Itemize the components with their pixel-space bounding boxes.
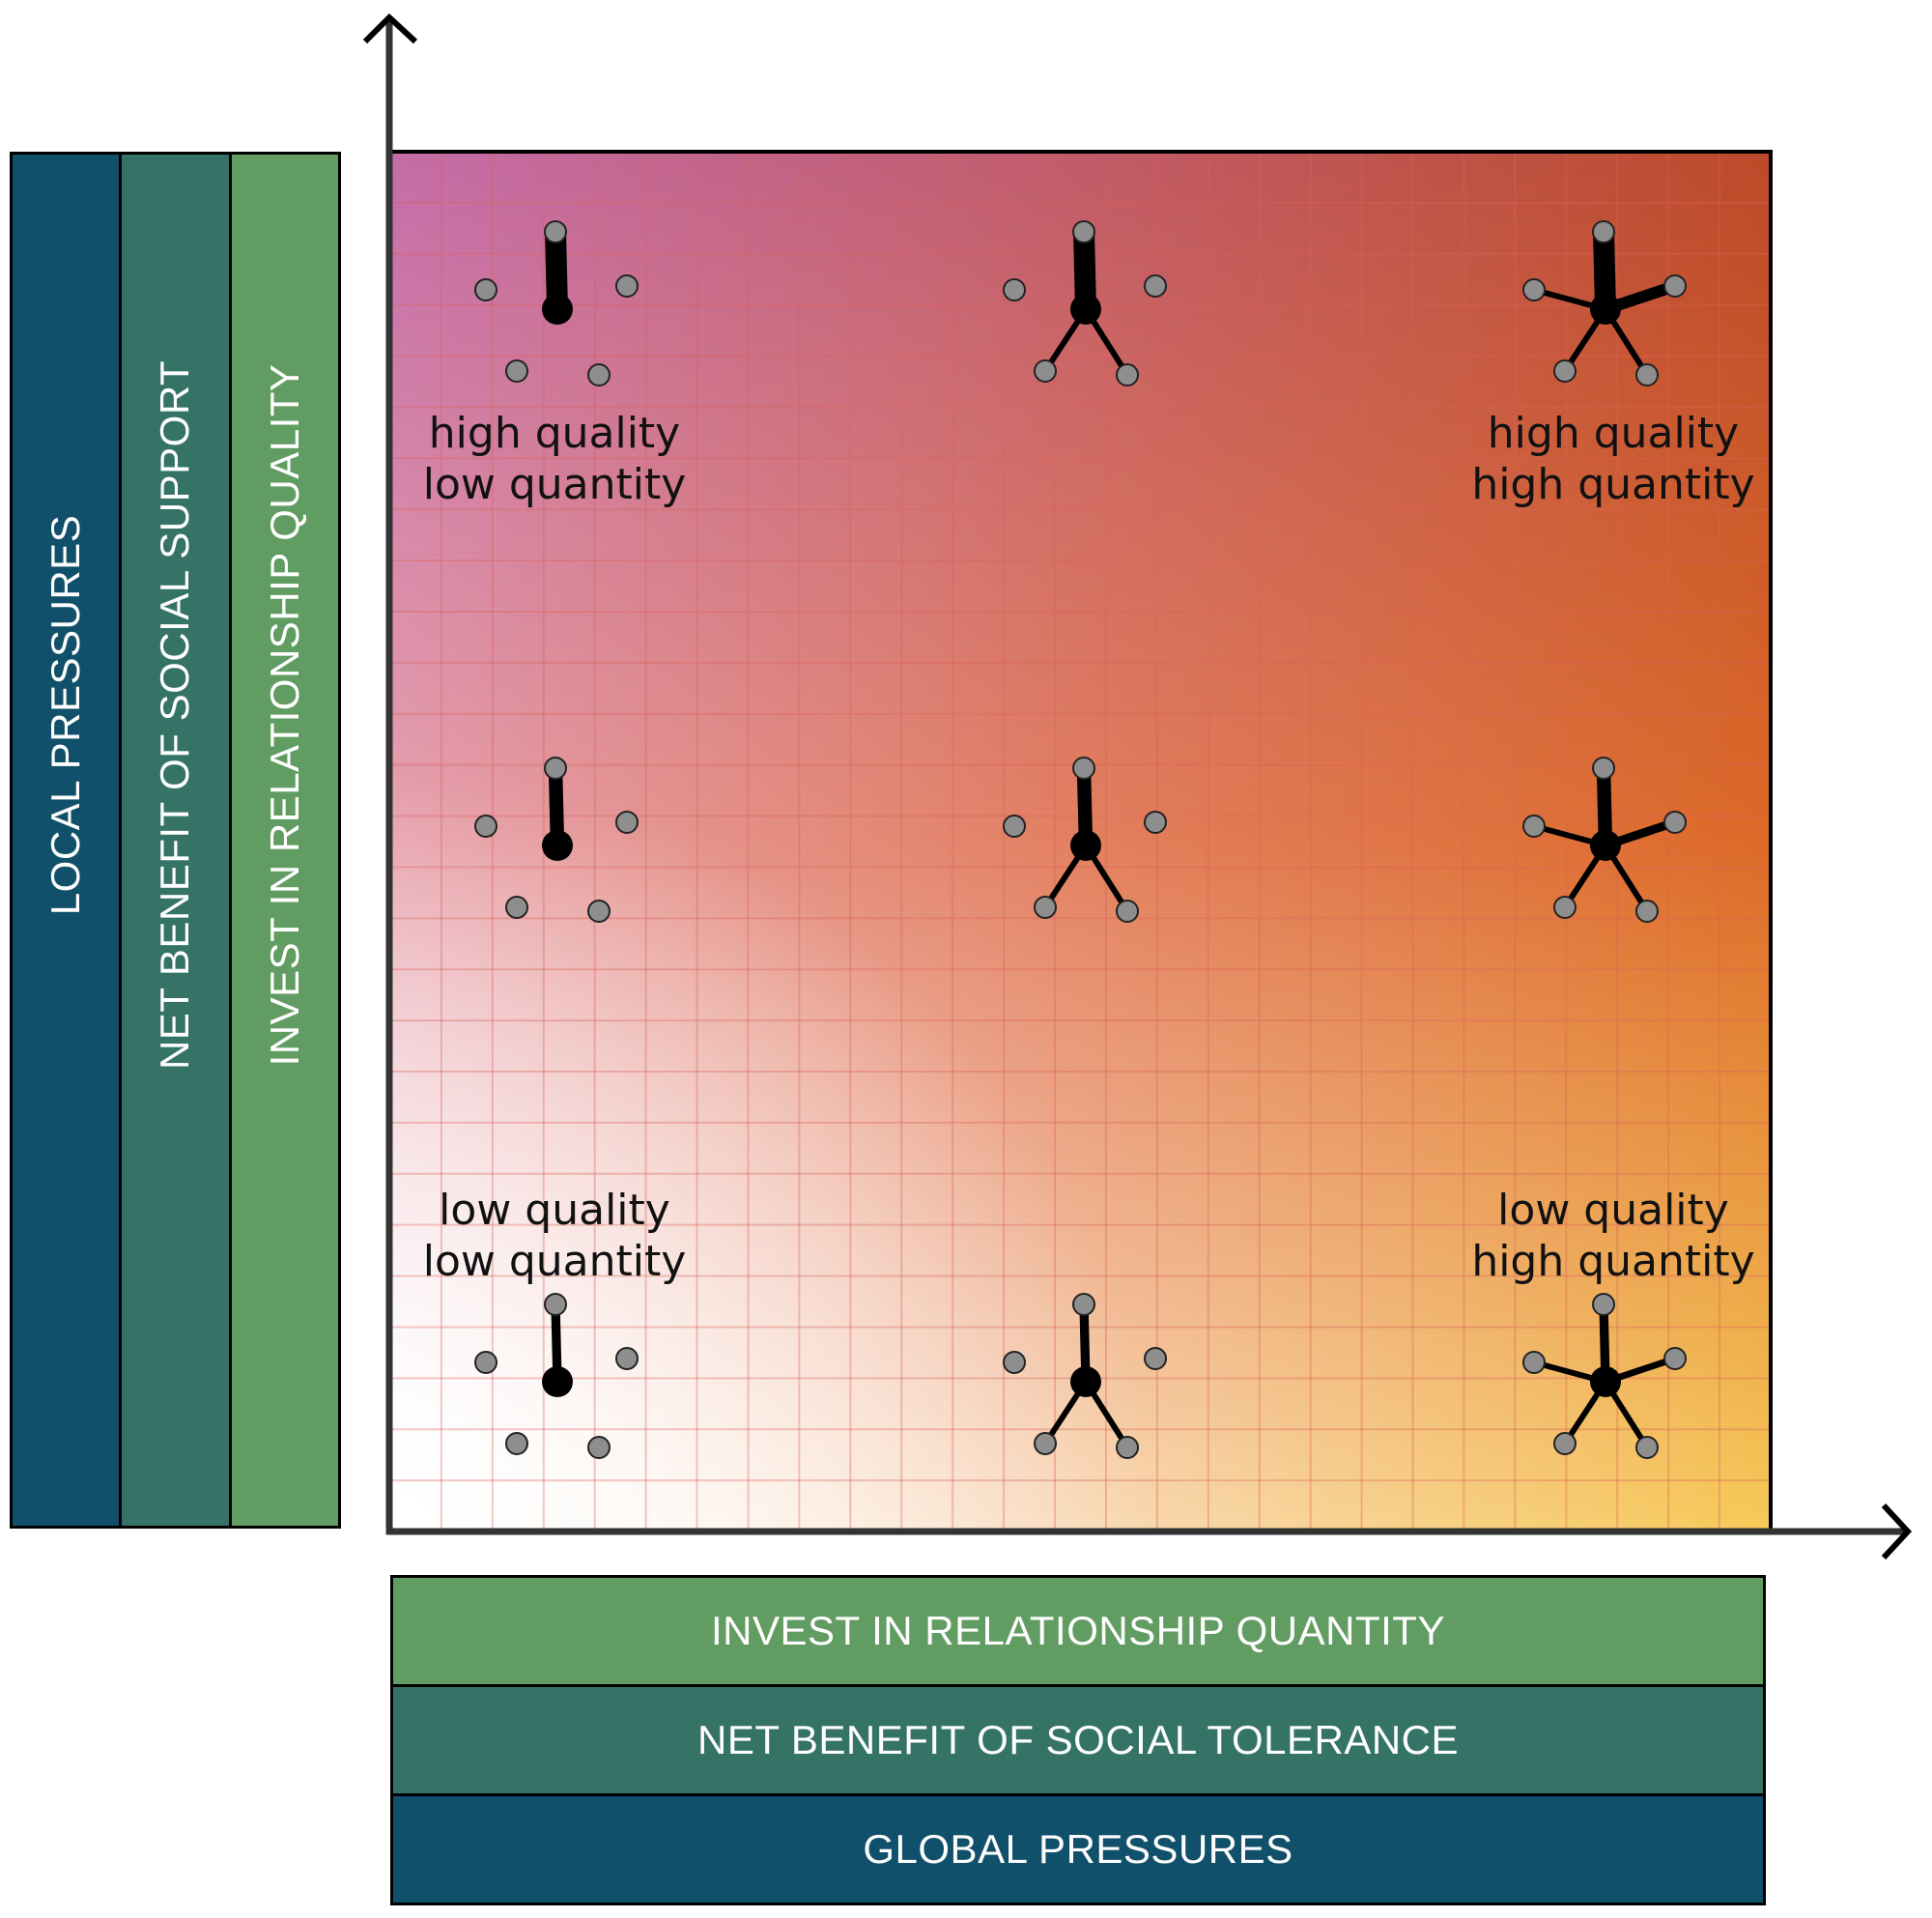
partner-node-left [474, 815, 497, 838]
partner-node-right [615, 811, 639, 834]
hub-node [1070, 294, 1101, 325]
x-label-bar-relationship-quantity: INVEST IN RELATIONSHIP QUANTITY [393, 1578, 1763, 1684]
partner-node-bottom-right [587, 1436, 611, 1459]
partner-node-top [1592, 1293, 1615, 1316]
x-label-bar-global-pressures: GLOBAL PRESSURES [393, 1793, 1763, 1903]
x-label-social-tolerance: NET BENEFIT OF SOCIAL TOLERANCE [696, 1717, 1460, 1762]
label-top-right-line2: high quantity [1471, 460, 1754, 509]
hub-node [1590, 1366, 1621, 1397]
network-icon-high-quality-low-quantity [474, 220, 639, 386]
partner-node-bottom-left [1553, 896, 1577, 919]
network-icon-low-quality-medium-quantity [1003, 1293, 1167, 1459]
label-bottom-left-line1: low quality [439, 1186, 670, 1235]
hub-node [1590, 294, 1621, 325]
label-bottom-left-line2: low quantity [423, 1237, 687, 1286]
partner-node-right [1663, 811, 1687, 834]
partner-node-left [1522, 815, 1546, 838]
axes [362, 13, 1913, 1560]
hub-node [542, 1366, 573, 1397]
partner-node-right [615, 1347, 639, 1370]
partner-node-top [1592, 220, 1615, 243]
network-icon-medium-quality-low-quantity [474, 757, 639, 923]
partner-node-bottom-left [1034, 359, 1057, 383]
x-label-relationship-quantity: INVEST IN RELATIONSHIP QUANTITY [711, 1608, 1445, 1653]
partner-node-right [615, 274, 639, 298]
partner-node-right [1144, 1347, 1167, 1370]
partner-node-bottom-left [505, 1432, 528, 1455]
partner-node-top [544, 1293, 567, 1316]
hub-node [1590, 830, 1621, 861]
partner-node-top [1592, 757, 1615, 780]
grid-lines [390, 152, 1771, 1532]
partner-node-bottom-right [1116, 363, 1139, 386]
partner-node-bottom-right [1635, 900, 1659, 923]
hub-node [1070, 1366, 1101, 1397]
network-icon-high-quality-high-quantity [1522, 220, 1687, 386]
partner-node-top [1072, 220, 1095, 243]
partner-node-bottom-right [587, 363, 611, 386]
hub-node [1070, 830, 1101, 861]
partner-node-bottom-left [505, 896, 528, 919]
hub-node [542, 294, 573, 325]
label-bottom-right-line2: high quantity [1471, 1237, 1754, 1286]
partner-node-bottom-left [1553, 359, 1577, 383]
y-label-bar-local-pressures: LOCAL PRESSURES [13, 155, 120, 1526]
x-axis-label-bars: INVEST IN RELATIONSHIP QUANTITY NET BENE… [390, 1575, 1766, 1905]
label-top-right-line1: high quality [1488, 409, 1739, 458]
partner-node-left [1003, 1351, 1026, 1374]
partner-node-right [1663, 1347, 1687, 1370]
network-icon-medium-quality-high-quantity [1522, 757, 1687, 923]
partner-node-bottom-left [1034, 1432, 1057, 1455]
partner-node-bottom-right [1635, 1436, 1659, 1459]
partner-node-bottom-left [1034, 896, 1057, 919]
partner-node-right [1663, 274, 1687, 298]
partner-node-left [1522, 278, 1546, 301]
hub-node [542, 830, 573, 861]
network-icon-low-quality-high-quantity [1522, 1293, 1687, 1459]
label-bottom-right-line1: low quality [1497, 1186, 1729, 1235]
partner-node-top [1072, 757, 1095, 780]
partner-node-left [1003, 278, 1026, 301]
network-icon-high-quality-medium-quantity [1003, 220, 1167, 386]
x-label-global-pressures: GLOBAL PRESSURES [863, 1826, 1293, 1872]
partner-node-left [1003, 815, 1026, 838]
partner-node-bottom-right [1635, 363, 1659, 386]
partner-node-bottom-right [587, 900, 611, 923]
partner-node-right [1144, 811, 1167, 834]
partner-node-bottom-left [505, 359, 528, 383]
network-icon-medium-quality-medium-quantity [1003, 757, 1167, 923]
partner-node-top [544, 757, 567, 780]
partner-node-bottom-right [1116, 1436, 1139, 1459]
partner-node-left [474, 1351, 497, 1374]
network-icon-low-quality-low-quantity [474, 1293, 639, 1459]
partner-node-top [1072, 1293, 1095, 1316]
label-top-left-line1: high quality [429, 409, 680, 458]
y-label-bar-relationship-quality: INVEST IN RELATIONSHIP QUALITY [228, 155, 338, 1526]
partner-node-right [1144, 274, 1167, 298]
x-axis-arrow-icon [1881, 1503, 1913, 1560]
network-icons [474, 220, 1687, 1459]
partner-node-left [474, 278, 497, 301]
label-top-left-line2: low quantity [423, 460, 687, 509]
partner-node-top [544, 220, 567, 243]
x-label-bar-social-tolerance: NET BENEFIT OF SOCIAL TOLERANCE [393, 1684, 1763, 1793]
partner-node-left [1522, 1351, 1546, 1374]
partner-node-bottom-left [1553, 1432, 1577, 1455]
y-axis-arrow-icon [362, 13, 418, 44]
y-label-bar-social-support: NET BENEFIT OF SOCIAL SUPPORT [119, 155, 229, 1526]
partner-node-bottom-right [1116, 900, 1139, 923]
y-axis-label-bars: LOCAL PRESSURES NET BENEFIT OF SOCIAL SU… [10, 152, 341, 1529]
quadrant-labels: high quality low quantity high quality h… [423, 409, 1755, 1286]
